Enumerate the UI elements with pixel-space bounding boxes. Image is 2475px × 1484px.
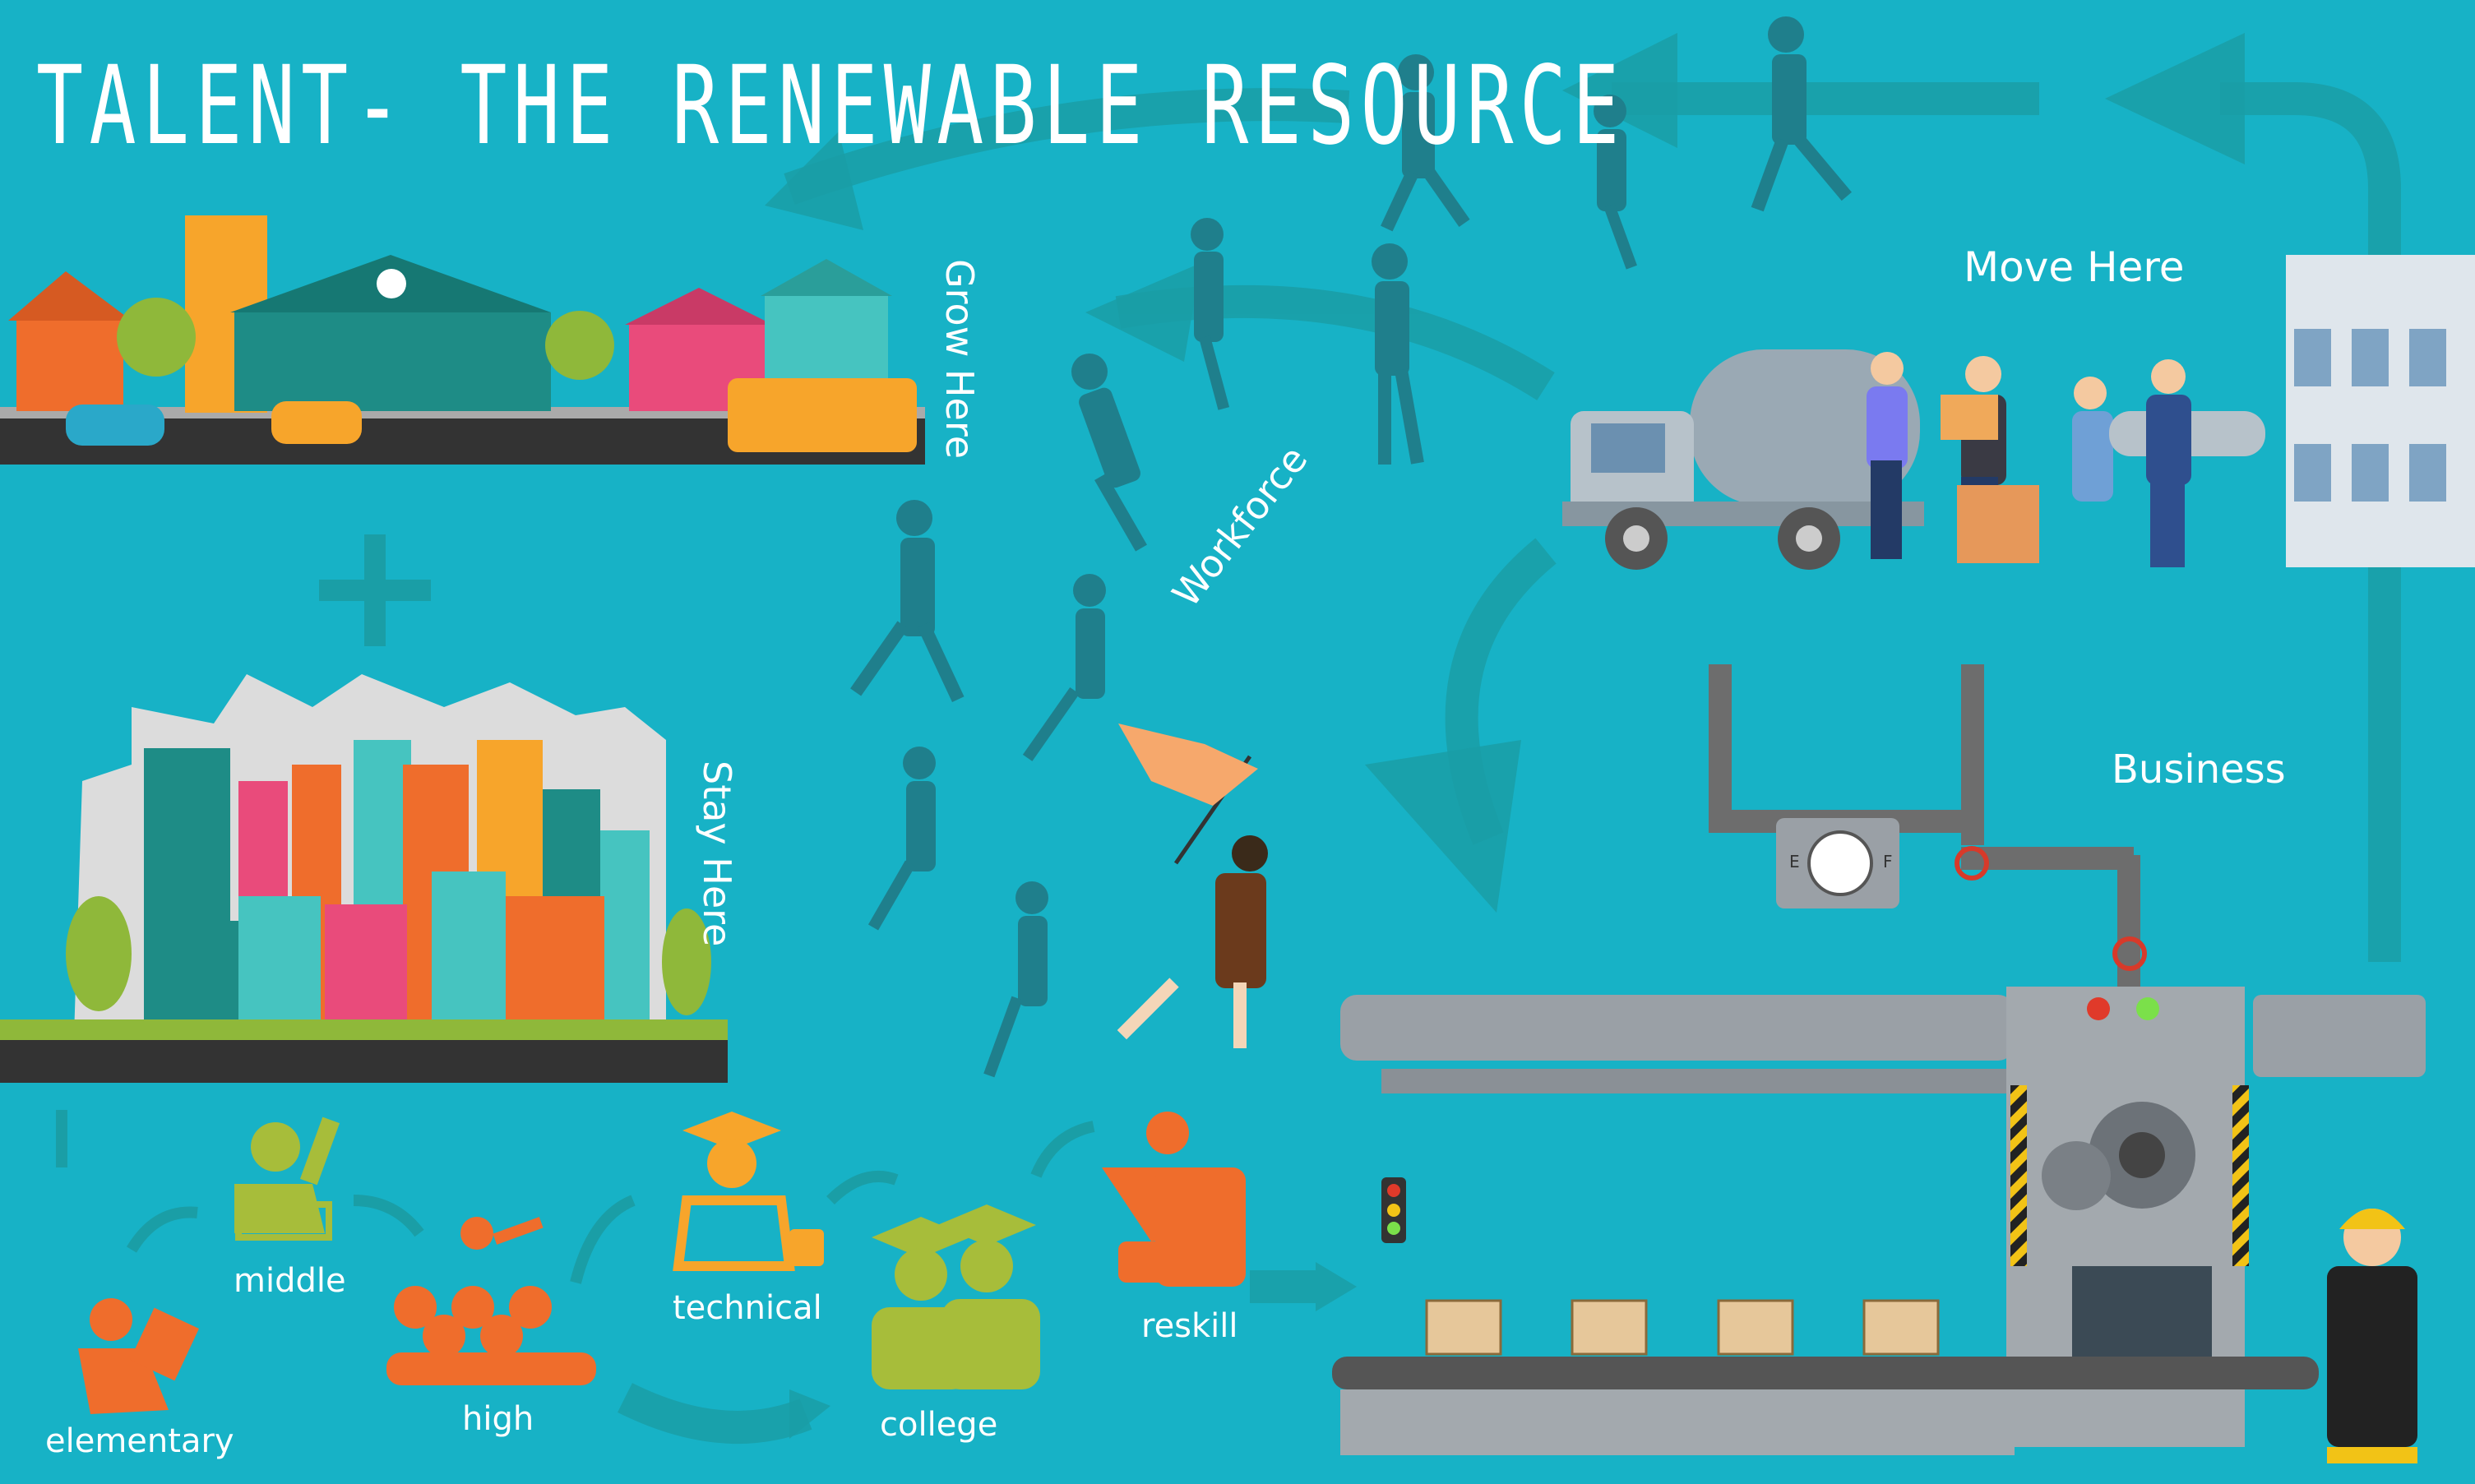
figure-6 (1071, 354, 1147, 552)
city-illustration (0, 674, 728, 1083)
technical-icon (673, 1112, 824, 1271)
business-label: Business (2112, 747, 2286, 793)
figure-8 (1022, 574, 1106, 761)
town-illustration (0, 215, 925, 465)
elementary-icon (78, 1298, 199, 1414)
high-icon (386, 1217, 596, 1385)
figure-5 (1372, 243, 1424, 465)
workforce-figures (850, 16, 1852, 1078)
leader-figure (1117, 835, 1268, 1048)
reskill-icon (1102, 1112, 1246, 1287)
cycle-arrow-heads (765, 33, 2245, 1439)
dollar-boxes (1425, 1299, 1940, 1356)
figure-10 (983, 881, 1048, 1078)
page-title: TALENT- THE RENEWABLE RESOURCE (36, 43, 1626, 169)
figure-7 (850, 500, 965, 703)
engineer-figure (2327, 1209, 2417, 1463)
flag-icon (1118, 724, 1258, 865)
movers (1867, 349, 2327, 567)
dollar-box-4 (1862, 1299, 1940, 1356)
gauge-full-label: F (1883, 852, 1893, 871)
stage-middle: middle (234, 1262, 346, 1300)
factory-machine (1332, 664, 2426, 1455)
dollar-box-3 (1717, 1299, 1794, 1356)
stage-college: college (880, 1406, 998, 1444)
move-here-label: Move Here (1964, 243, 2185, 291)
middle-icon (234, 1116, 340, 1241)
figure-1 (1381, 54, 1470, 232)
plus-icon (319, 534, 431, 646)
dollar-box-2 (1571, 1299, 1648, 1356)
stage-high: high (462, 1400, 534, 1438)
moving-truck (1562, 349, 1924, 570)
figure-9 (867, 747, 936, 931)
stage-reskill: reskill (1141, 1307, 1238, 1345)
education-icons (56, 1110, 1246, 1414)
dollar-box-1 (1425, 1299, 1502, 1356)
figure-3 (1751, 16, 1852, 212)
stage-technical: technical (673, 1289, 822, 1327)
stay-here-label: Stay Here (695, 760, 739, 947)
cycle-arrows (618, 82, 2401, 1444)
college-icon (872, 1204, 1040, 1389)
figure-2 (1594, 95, 1637, 270)
stage-elementary: elementary (45, 1422, 234, 1460)
figure-4 (1191, 218, 1230, 410)
apartment-building (2286, 255, 2475, 567)
education-arrows (56, 1110, 1095, 1284)
gauge-empty-label: E (1789, 852, 1800, 871)
grow-here-label: Grow Here (937, 259, 982, 460)
